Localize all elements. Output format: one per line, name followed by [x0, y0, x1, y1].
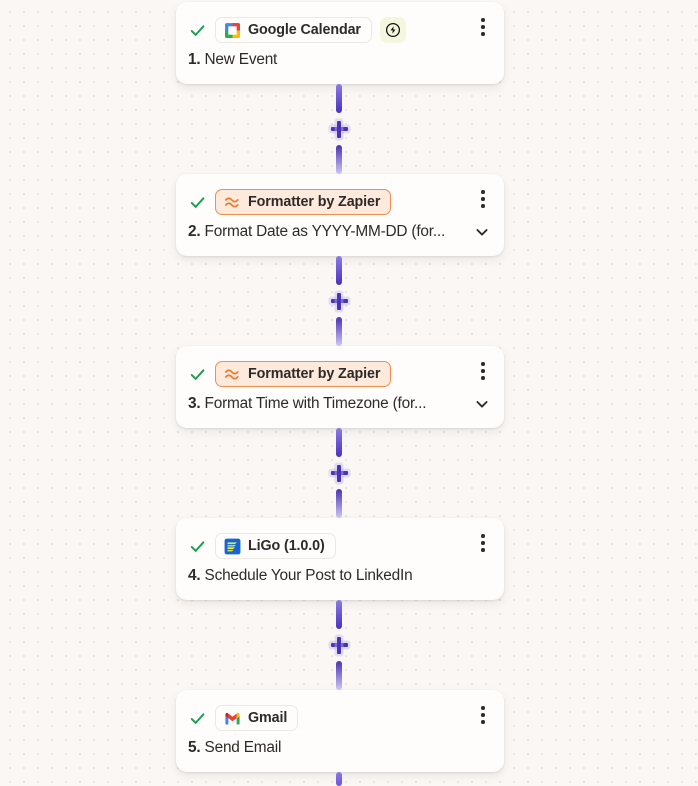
workflow-step-card[interactable]: Google Calendar 1. New Event [176, 2, 504, 84]
kebab-menu-icon[interactable] [474, 16, 492, 38]
step-header: Gmail [176, 690, 504, 733]
step-title: 1. New Event [188, 51, 490, 69]
check-icon [190, 196, 205, 208]
step-title: 5. Send Email [188, 739, 490, 757]
step-connector-tail [336, 772, 342, 786]
step-title-label: Send Email [204, 739, 282, 756]
step-title-label: Format Date as YYYY-MM-DD (for... [204, 223, 446, 240]
step-title-row: 5. Send Email [176, 733, 504, 772]
add-step-button[interactable] [325, 459, 353, 487]
connector-line-upper [336, 428, 342, 457]
step-header: LiGo (1.0.0) [176, 518, 504, 561]
step-title-row: 2. Format Date as YYYY-MM-DD (for... [176, 217, 504, 256]
formatter-icon [224, 368, 239, 379]
step-connector [336, 256, 342, 346]
step-title: 2. Format Date as YYYY-MM-DD (for... [188, 223, 466, 241]
app-chip[interactable]: Google Calendar [215, 17, 372, 43]
chevron-down-icon[interactable] [474, 396, 490, 412]
workflow-step-card[interactable]: Gmail 5. Send Email [176, 690, 504, 772]
workflow-step-card[interactable]: Formatter by Zapier 2. Format Date as YYY… [176, 174, 504, 256]
app-chip[interactable]: Formatter by Zapier [215, 189, 392, 215]
workflow-step-card[interactable]: LiGo (1.0.0) 4. Schedule Your Post to Lin… [176, 518, 504, 600]
step-header: Formatter by Zapier [176, 346, 504, 389]
lightning-bolt-icon [379, 17, 406, 43]
add-step-button[interactable] [325, 115, 353, 143]
add-step-button[interactable] [325, 631, 353, 659]
step-header: Formatter by Zapier [176, 174, 504, 217]
step-title: 3. Format Time with Timezone (for... [188, 395, 466, 413]
connector-line-upper [336, 600, 342, 629]
app-name-label: Gmail [248, 710, 288, 726]
step-title: 4. Schedule Your Post to LinkedIn [188, 567, 490, 585]
connector-line-tail [336, 772, 342, 786]
chevron-down-icon[interactable] [474, 224, 490, 240]
step-number: 2. [188, 223, 201, 240]
step-connector [336, 600, 342, 690]
step-title-row: 4. Schedule Your Post to LinkedIn [176, 561, 504, 600]
kebab-menu-icon[interactable] [474, 188, 492, 210]
step-header: Google Calendar [176, 2, 504, 45]
step-title-row: 1. New Event [176, 45, 504, 84]
check-icon [190, 368, 205, 380]
app-chip[interactable]: Formatter by Zapier [215, 361, 392, 387]
kebab-menu-icon[interactable] [474, 704, 492, 726]
connector-line-lower [336, 317, 342, 346]
connector-line-lower [336, 661, 342, 690]
kebab-menu-icon[interactable] [474, 360, 492, 382]
connector-line-lower [336, 145, 342, 174]
app-name-label: LiGo (1.0.0) [248, 538, 325, 554]
app-name-label: Formatter by Zapier [248, 194, 381, 210]
step-number: 1. [188, 51, 201, 68]
app-name-label: Formatter by Zapier [248, 366, 381, 382]
check-icon [190, 540, 205, 552]
check-icon [190, 24, 205, 36]
step-number: 3. [188, 395, 201, 412]
kebab-menu-icon[interactable] [474, 532, 492, 554]
ligo-icon [224, 538, 241, 554]
google-calendar-icon [225, 22, 240, 38]
step-connector [336, 428, 342, 518]
step-title-label: Format Time with Timezone (for... [204, 395, 427, 412]
step-title-row: 3. Format Time with Timezone (for... [176, 389, 504, 428]
workflow-step-card[interactable]: Formatter by Zapier 3. Format Time with T… [176, 346, 504, 428]
app-chip[interactable]: Gmail [215, 705, 299, 731]
app-chip[interactable]: LiGo (1.0.0) [215, 533, 336, 559]
formatter-icon [224, 196, 239, 207]
step-title-label: Schedule Your Post to LinkedIn [204, 567, 413, 584]
step-number: 4. [188, 567, 201, 584]
connector-line-upper [336, 256, 342, 285]
connector-line-upper [336, 84, 342, 113]
app-name-label: Google Calendar [248, 22, 361, 38]
connector-line-lower [336, 489, 342, 518]
step-number: 5. [188, 739, 201, 756]
step-title-label: New Event [204, 51, 278, 68]
check-icon [190, 712, 205, 724]
add-step-button[interactable] [325, 287, 353, 315]
step-connector [336, 84, 342, 174]
gmail-icon [225, 712, 240, 724]
